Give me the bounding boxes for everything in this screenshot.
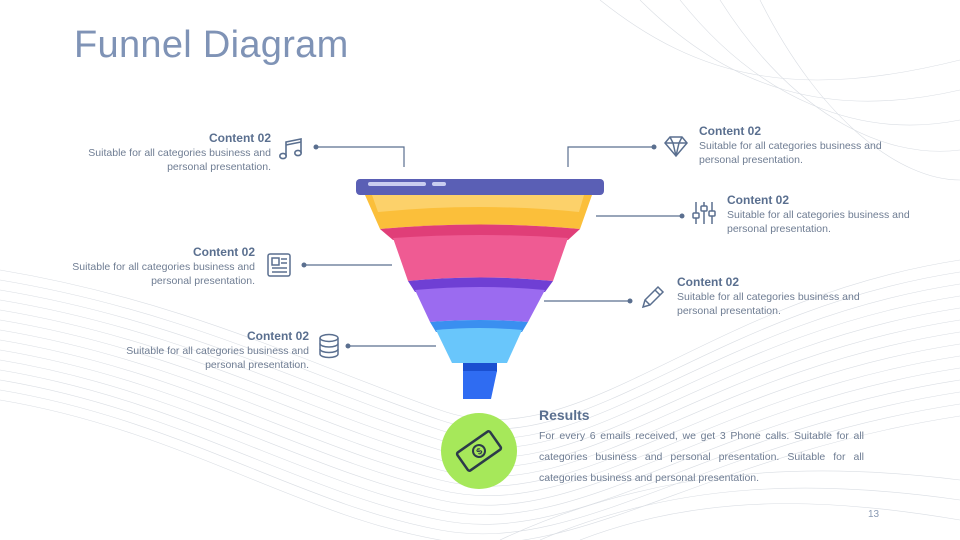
callout-right-2: Content 02 Suitable for all categories b… (727, 193, 938, 236)
results-text: For every 6 emails received, we get 3 Ph… (539, 430, 864, 484)
sliders-icon (692, 202, 716, 224)
connector-lines (304, 146, 682, 347)
page-number: 13 (868, 509, 880, 520)
callout-text: Suitable for all categories business and… (699, 140, 882, 166)
funnel-layer-pink (393, 235, 568, 281)
svg-text:$: $ (474, 446, 484, 457)
callout-left-2: Content 02 Suitable for all categories b… (44, 245, 255, 288)
callout-heading: Content 02 (677, 275, 740, 289)
callout-right-3: Content 02 Suitable for all categories b… (677, 275, 888, 318)
callout-text: Suitable for all categories business and… (727, 209, 910, 235)
funnel-layer-lightblue (436, 328, 522, 363)
callout-heading: Content 02 (727, 193, 790, 207)
results-heading: Results (539, 407, 590, 423)
pencil-icon (641, 285, 665, 309)
funnel-layer-purple (415, 287, 545, 322)
callout-heading: Content 02 (246, 329, 309, 343)
funnel-rim (356, 179, 604, 195)
callout-text: Suitable for all categories business and… (126, 345, 309, 371)
diamond-icon (664, 136, 688, 158)
callout-heading: Content 02 (699, 124, 762, 138)
newspaper-icon (267, 253, 291, 277)
callout-text: Suitable for all categories business and… (88, 147, 271, 173)
slide-title: Funnel Diagram (74, 24, 349, 66)
callout-left-1: Content 02 Suitable for all categories b… (60, 131, 271, 174)
database-icon (319, 333, 339, 359)
callout-text: Suitable for all categories business and… (72, 261, 255, 287)
money-icon: $ (455, 430, 503, 472)
music-note-icon (278, 138, 302, 160)
callout-heading: Content 02 (192, 245, 255, 259)
results-circle (441, 413, 517, 489)
callout-text: Suitable for all categories business and… (677, 291, 860, 317)
results-block: Results For every 6 emails received, we … (539, 406, 864, 489)
callout-right-1: Content 02 Suitable for all categories b… (699, 124, 910, 167)
callout-left-3: Content 02 Suitable for all categories b… (98, 329, 309, 372)
funnel-stem-blue (463, 371, 497, 399)
callout-heading: Content 02 (208, 131, 271, 145)
